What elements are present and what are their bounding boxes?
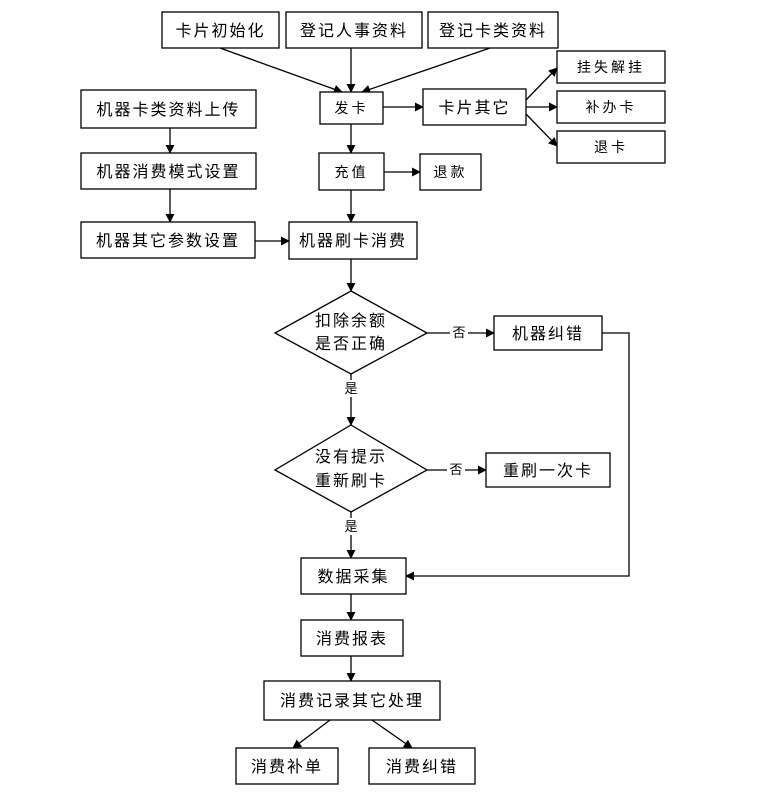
node-consume-supplement: 消费补单 (235, 747, 339, 785)
svg-text:机器刷卡消费: 机器刷卡消费 (299, 231, 407, 250)
svg-text:重刷一次卡: 重刷一次卡 (503, 461, 593, 480)
decision-check-balance: 扣除余额 是否正确 (273, 290, 429, 375)
node-card-init: 卡片初始化 (161, 11, 280, 49)
svg-text:卡片初始化: 卡片初始化 (175, 21, 265, 40)
svg-text:登记卡类资料: 登记卡类资料 (439, 21, 547, 40)
svg-text:消费纠错: 消费纠错 (386, 757, 458, 776)
arrow-other-to-supplement (292, 719, 331, 749)
node-swipe-consume: 机器刷卡消费 (288, 221, 418, 260)
node-register-hr: 登记人事资料 (285, 11, 423, 49)
node-recharge: 充值 (318, 152, 385, 191)
svg-text:重新刷卡: 重新刷卡 (315, 471, 387, 490)
svg-text:消费记录其它处理: 消费记录其它处理 (280, 691, 424, 710)
svg-text:机器纠错: 机器纠错 (512, 324, 584, 343)
edge-label-yes: 是 (344, 520, 357, 535)
svg-text:发卡: 发卡 (335, 101, 369, 117)
edge-label-no: 否 (449, 463, 462, 478)
node-issue-card: 发卡 (319, 91, 384, 125)
svg-text:挂失解挂: 挂失解挂 (577, 60, 645, 76)
svg-text:机器消费模式设置: 机器消费模式设置 (96, 162, 240, 181)
node-report-unlock: 挂失解挂 (556, 50, 666, 84)
arrow-other-to-unlock (525, 67, 558, 101)
node-consume-mode: 机器消费模式设置 (80, 152, 257, 190)
svg-text:登记人事资料: 登记人事资料 (300, 21, 408, 40)
node-upload-card-type: 机器卡类资料上传 (80, 89, 257, 129)
node-consume-correct: 消费纠错 (368, 747, 476, 785)
svg-text:机器其它参数设置: 机器其它参数设置 (96, 231, 240, 250)
node-card-other: 卡片其它 (422, 88, 527, 126)
node-consume-other: 消费记录其它处理 (263, 680, 441, 721)
svg-text:没有提示: 没有提示 (315, 447, 387, 466)
svg-text:是否正确: 是否正确 (315, 334, 387, 353)
node-reissue-card: 补办卡 (556, 90, 666, 124)
svg-text:退款: 退款 (434, 165, 468, 181)
arrow-correct-to-collect (405, 332, 630, 581)
svg-text:充值: 充值 (335, 165, 369, 181)
edge-labels: 否 是 否 是 (342, 324, 468, 535)
svg-text:卡片其它: 卡片其它 (438, 98, 510, 117)
node-data-collect: 数据采集 (300, 557, 407, 595)
edge-label-yes: 是 (344, 382, 357, 397)
node-other-params: 机器其它参数设置 (80, 221, 256, 259)
node-register-card-type: 登记卡类资料 (427, 11, 559, 49)
decision-no-prompt: 没有提示 重新刷卡 (273, 424, 429, 513)
svg-text:数据采集: 数据采集 (317, 567, 389, 586)
arrow-other-to-correct (371, 719, 413, 749)
svg-text:补办卡: 补办卡 (586, 100, 637, 116)
svg-text:机器卡类资料上传: 机器卡类资料上传 (96, 100, 240, 119)
svg-text:消费报表: 消费报表 (316, 629, 388, 648)
node-reswipe-once: 重刷一次卡 (485, 452, 611, 488)
arrow-cardtype-to-issue (361, 47, 491, 94)
svg-text:消费补单: 消费补单 (251, 757, 323, 776)
arrow-init-to-issue (219, 47, 343, 94)
edge-label-no: 否 (452, 326, 465, 341)
svg-text:扣除余额: 扣除余额 (315, 311, 387, 330)
node-machine-correct: 机器纠错 (493, 315, 603, 351)
svg-text:退卡: 退卡 (594, 140, 628, 156)
node-consume-report: 消费报表 (300, 619, 404, 657)
node-return-card: 退卡 (556, 130, 666, 164)
arrow-other-to-return (525, 113, 558, 147)
nodes: 卡片初始化 登记人事资料 登记卡类资料 发卡 卡片其它 挂失解挂 补办卡 退 (80, 11, 666, 785)
node-refund: 退款 (419, 153, 482, 191)
